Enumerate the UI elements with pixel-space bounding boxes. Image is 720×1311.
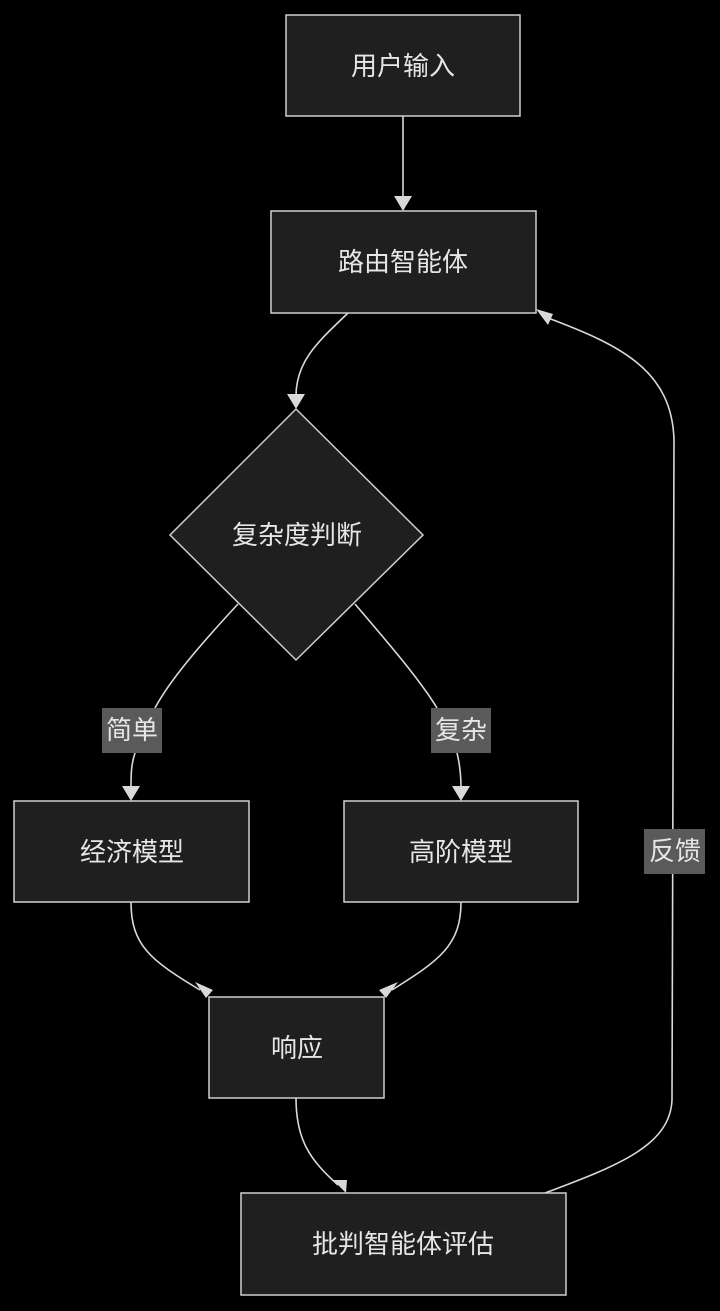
node-critic-agent[interactable]: 批判智能体评估 [240,1192,567,1296]
edge-label-text: 反馈 [649,837,701,867]
edge-label-simple: 简单 [102,708,162,753]
edge-path [295,1097,339,1186]
arrowhead-icon [379,982,398,998]
node-label: 经济模型 [80,838,184,868]
edge-label-bg [431,708,491,753]
node-label: 高阶模型 [409,838,513,868]
edge-path [391,901,462,991]
arrowhead-icon [394,196,412,211]
node-response[interactable]: 响应 [208,996,385,1099]
node-box [240,1192,567,1296]
edge-response-to-critic [295,1097,347,1193]
node-label: 路由智能体 [338,248,468,278]
edge-label-complex: 复杂 [431,708,491,753]
edge-economy-to-response [130,901,213,998]
arrowhead-icon [195,982,213,998]
node-economy-model[interactable]: 经济模型 [13,800,250,903]
edge-advanced-to-response [379,901,462,998]
node-label: 复杂度判断 [232,521,362,551]
arrowhead-icon [452,786,470,801]
edge-label-text: 简单 [106,716,158,746]
node-label: 响应 [271,1034,323,1064]
node-label: 批判智能体评估 [312,1230,494,1260]
arrowhead-icon [287,394,305,409]
node-advanced-model[interactable]: 高阶模型 [343,800,579,903]
node-box [208,996,385,1099]
node-box [13,800,250,903]
edge-label-text: 复杂 [435,716,487,746]
edge-complexity-to-economy [122,603,239,801]
edge-router-to-complexity [287,312,349,409]
edge-complexity-to-advanced [354,603,470,801]
edge-path [130,603,239,789]
arrowhead-icon [536,309,553,325]
edge-label-bg [102,708,162,753]
node-box [343,800,579,903]
decision-diamond [168,407,425,662]
node-box [270,210,537,314]
edge-user-input-to-router [394,116,412,211]
node-complexity-check[interactable]: 复杂度判断 [168,407,425,662]
edge-critic-to-router-feedback [536,309,675,1194]
edge-label-bg [644,829,705,874]
node-box [285,14,521,117]
arrowhead-icon [333,1180,347,1193]
node-label: 用户输入 [351,52,455,82]
node-user-input[interactable]: 用户输入 [285,14,521,117]
edge-path [544,317,675,1194]
edge-label-feedback: 反馈 [644,829,705,874]
edge-path [354,603,462,789]
edge-path [130,901,201,991]
node-router-agent[interactable]: 路由智能体 [270,210,537,314]
arrowhead-icon [122,786,140,801]
edge-path [295,312,349,397]
